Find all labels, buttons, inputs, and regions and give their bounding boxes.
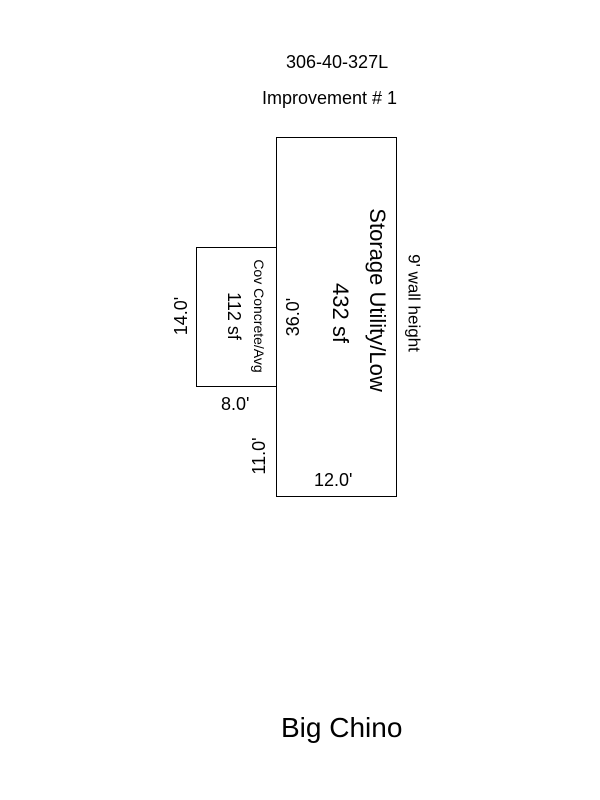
- covered-depth-dimension: 14.0': [171, 296, 191, 336]
- storage-area: 432 sf: [328, 283, 353, 343]
- storage-depth-dimension: 36.0': [283, 297, 303, 337]
- wall-height-label: 9' wall height: [404, 254, 424, 352]
- offset-dimension: 11.0': [249, 437, 269, 475]
- covered-area: 112 sf: [224, 292, 244, 340]
- improvement-label: Improvement # 1: [262, 88, 398, 108]
- covered-label: Cov Concrete/Avg: [251, 259, 267, 373]
- covered-width-dimension: 8.0': [221, 394, 250, 414]
- covered-concrete-box: [196, 247, 277, 387]
- parcel-id: 306-40-327L: [286, 52, 389, 72]
- storage-width-dimension: 12.0': [314, 470, 353, 490]
- location-label: Big Chino: [281, 712, 403, 743]
- storage-label: Storage Utility/Low: [365, 208, 390, 392]
